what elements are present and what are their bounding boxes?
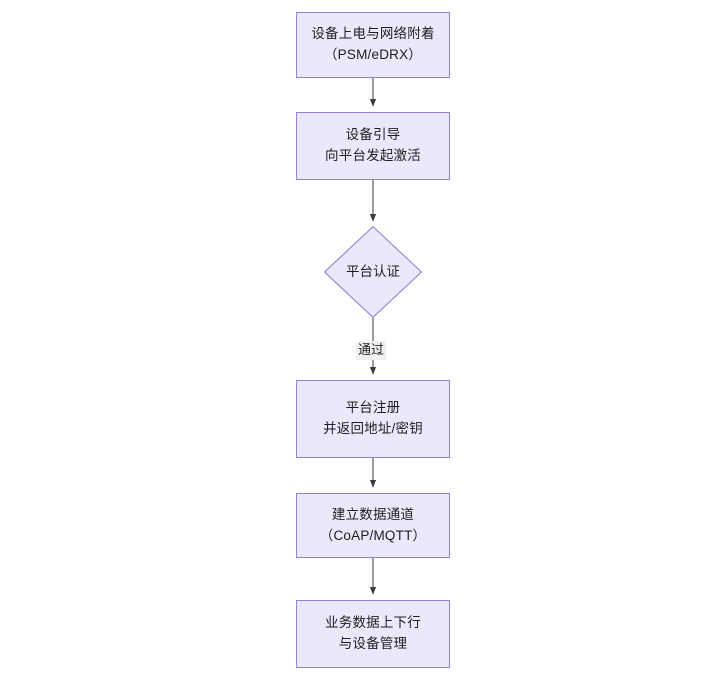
flow-node-platform-auth[interactable]: 平台认证 <box>324 226 422 318</box>
flow-node-platform-auth-label: 平台认证 <box>346 263 400 279</box>
flow-node-bootstrap[interactable]: 设备引导 向平台发起激活 <box>296 112 450 180</box>
diamond-shape <box>324 226 422 318</box>
flow-node-power-on-label: 设备上电与网络附着 （PSM/eDRX） <box>311 26 435 62</box>
flow-node-power-on[interactable]: 设备上电与网络附着 （PSM/eDRX） <box>296 12 450 78</box>
flow-node-data-channel-label: 建立数据通道 （CoAP/MQTT） <box>319 506 427 543</box>
flow-node-data-channel[interactable]: 建立数据通道 （CoAP/MQTT） <box>296 493 450 558</box>
edge-label-pass: 通过 <box>356 341 387 360</box>
edge-label-pass-text: 通过 <box>358 342 385 357</box>
flow-node-bootstrap-label: 设备引导 向平台发起激活 <box>325 127 421 163</box>
flow-node-platform-register[interactable]: 平台注册 并返回地址/密钥 <box>296 380 450 458</box>
flow-node-platform-register-label: 平台注册 并返回地址/密钥 <box>323 400 423 436</box>
flow-node-business-data-label: 业务数据上下行 与设备管理 <box>325 615 421 651</box>
flow-node-business-data[interactable]: 业务数据上下行 与设备管理 <box>296 600 450 668</box>
